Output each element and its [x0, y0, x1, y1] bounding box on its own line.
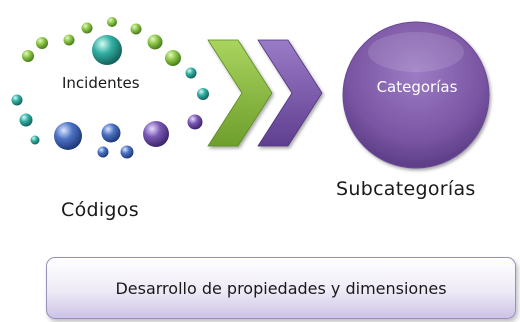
chevron-purple-icon: [257, 39, 323, 147]
sphere: [187, 114, 203, 130]
sphere: [11, 94, 23, 106]
sphere: [22, 50, 34, 62]
sphere: [97, 146, 109, 158]
sphere-cluster: [11, 17, 209, 159]
categorias-sphere: [342, 21, 490, 169]
sphere: [143, 121, 169, 147]
cluster-caption: Códigos: [61, 199, 139, 221]
summary-box: Desarrollo de propiedades y dimensiones: [46, 257, 516, 319]
sphere: [101, 123, 121, 143]
sphere: [147, 34, 163, 50]
sphere: [63, 34, 75, 46]
cluster-label: Incidentes: [62, 74, 140, 92]
chevron-green-icon: [207, 39, 273, 147]
sphere: [54, 122, 82, 150]
sphere: [81, 22, 93, 34]
chevron-arrows: [207, 39, 323, 147]
summary-text: Desarrollo de propiedades y dimensiones: [115, 278, 447, 298]
sphere: [185, 67, 197, 79]
sphere: [30, 135, 40, 145]
sphere: [36, 37, 48, 49]
sphere: [130, 23, 142, 35]
sphere: [120, 145, 134, 159]
sphere: [197, 88, 209, 100]
sphere: [19, 113, 33, 127]
circle-label: Categorías: [376, 78, 458, 96]
sphere: [92, 35, 122, 65]
sphere-highlight: [368, 32, 464, 72]
sphere: [165, 50, 181, 66]
categorias-circle: [342, 21, 490, 169]
circle-caption: Subcategorías: [336, 178, 476, 200]
sphere: [107, 17, 117, 27]
